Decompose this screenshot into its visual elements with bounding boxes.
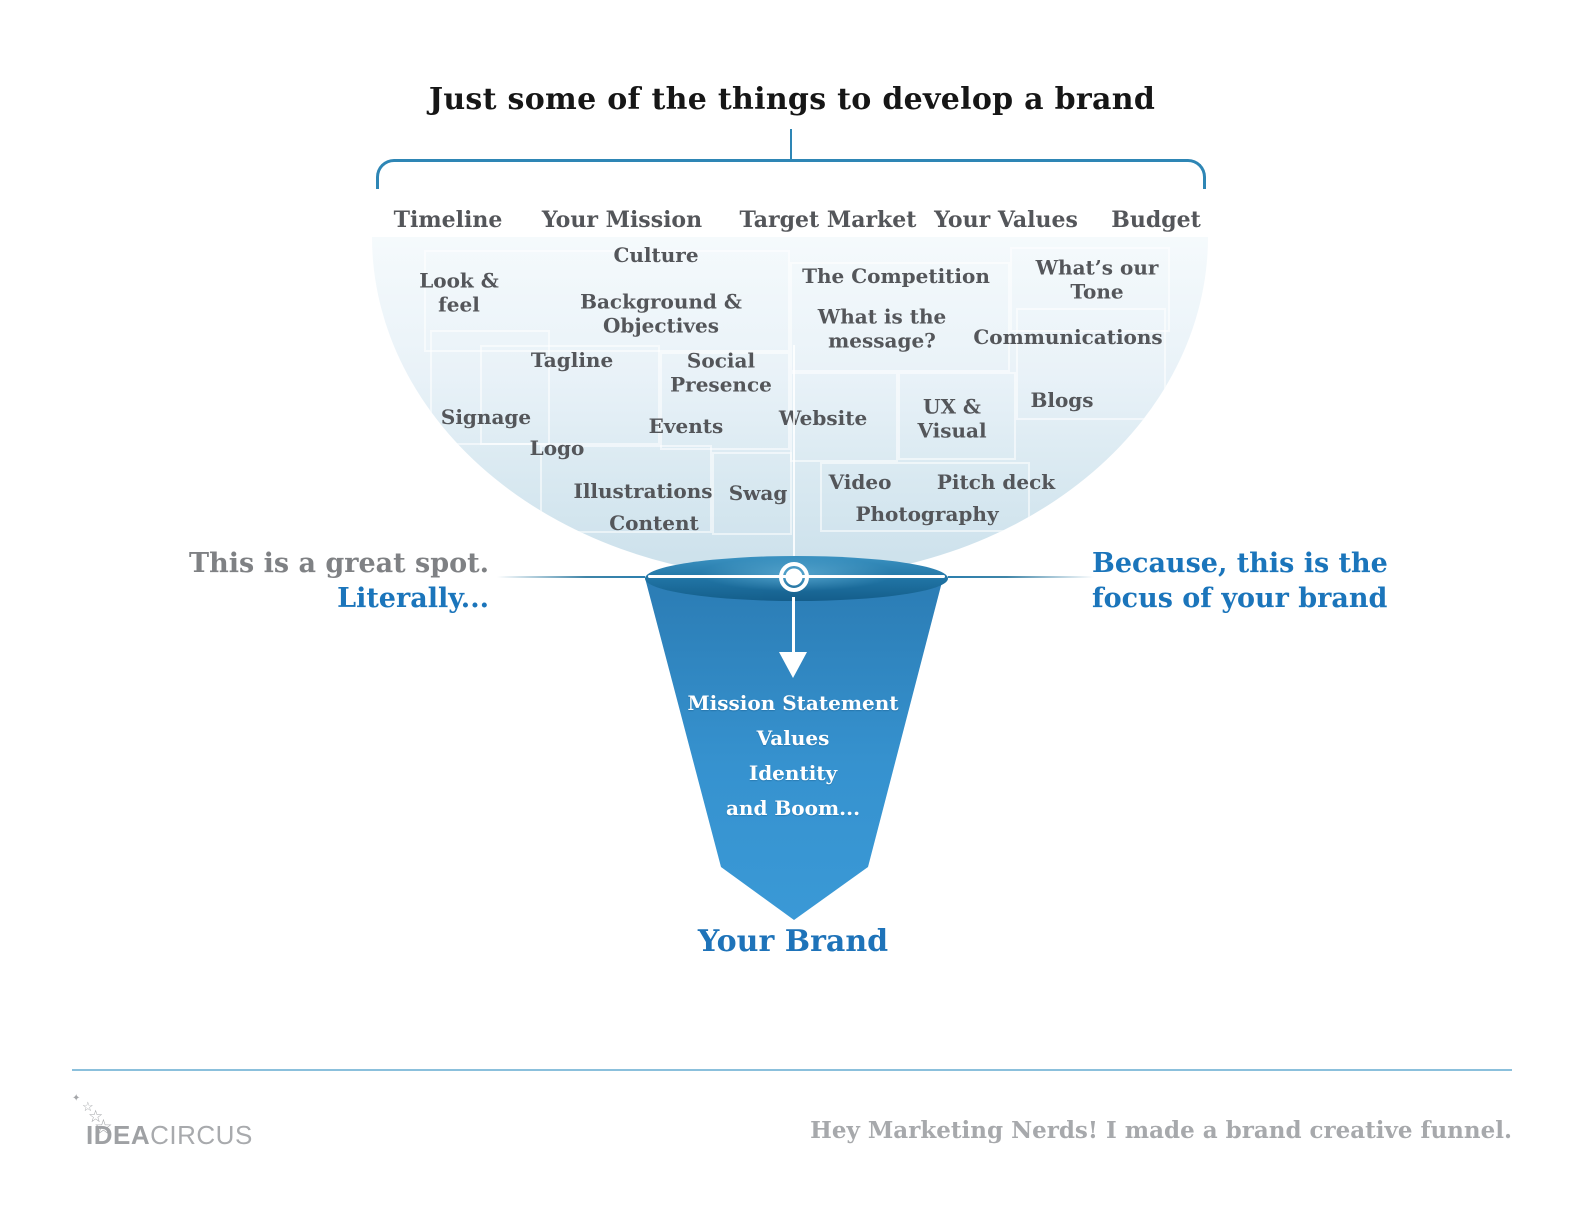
outline-star-icon: ☆ [88, 1107, 104, 1126]
bowl-item-the-competition: The Competition [802, 264, 990, 289]
bowl-item-culture: Culture [613, 243, 699, 268]
bowl-item-content: Content [609, 511, 699, 536]
annotation-left-line2: Literally... [337, 583, 489, 614]
logo-text-circus: CIRCUS [150, 1120, 253, 1150]
bowl-item-communications: Communications [973, 325, 1163, 350]
bracket-label-timeline: Timeline [393, 207, 503, 233]
bowl-grid-line [480, 345, 660, 445]
bowl-item-blogs: Blogs [1030, 388, 1094, 413]
bowl-item-swag: Swag [728, 481, 788, 506]
bowl-item-look-and-feel: Look & feel [419, 268, 499, 316]
focus-pointer-line-right [948, 576, 1094, 578]
funnel-output-label: Your Brand [697, 924, 889, 959]
sparkle-star-icon: ✦ [72, 1093, 81, 1104]
annotation-left: This is a great spot. Literally... [189, 546, 489, 616]
focus-pointer-line-left [497, 576, 645, 578]
bowl-item-logo: Logo [529, 436, 585, 461]
bracket-label-your-values: Your Values [934, 207, 1078, 233]
bowl-item-background-objectives: Background & Objectives [580, 289, 742, 337]
bowl-grid-line [790, 372, 898, 462]
bowl-item-social-presence: Social Presence [670, 348, 772, 396]
footer-divider [72, 1069, 1512, 1071]
outline-star-icon: ☆ [82, 1099, 94, 1114]
down-arrow-shaft [792, 597, 795, 653]
bowl-item-tagline: Tagline [530, 348, 614, 373]
footer-tagline: Hey Marketing Nerds! I made a brand crea… [810, 1117, 1512, 1144]
bowl-item-website: Website [778, 406, 868, 431]
funnel-stage-values: Values [756, 726, 830, 750]
title-connector-line [790, 129, 792, 160]
bowl-grid-line [712, 452, 792, 535]
funnel-stage-and-boom: and Boom... [725, 796, 861, 820]
bowl-grid-line [424, 250, 790, 352]
bracket-label-target-market: Target Market [739, 207, 917, 233]
funnel-stage-identity: Identity [748, 761, 838, 785]
funnel-stage-mission-statement: Mission Statement [687, 691, 899, 715]
outline-star-icon: ☆ [94, 1116, 113, 1139]
bowl-grid-line [820, 462, 1030, 532]
bracket-shape [376, 159, 1206, 189]
bowl-item-signage: Signage [440, 405, 532, 430]
target-dot-icon [785, 568, 803, 586]
target-icon [779, 562, 809, 592]
bowl-item-whats-our-tone: What’s our Tone [1035, 255, 1159, 303]
bowl-item-events: Events [648, 414, 724, 439]
bowl-item-what-is-the-message: What is the message? [817, 304, 947, 352]
logo-text-idea: IDEA [86, 1120, 151, 1150]
annotation-left-line1: This is a great spot. [189, 548, 489, 579]
bowl-grid-line [790, 262, 1010, 372]
bowl-grid-line [898, 372, 1016, 460]
bowl-grid-line [1010, 247, 1170, 332]
bowl-item-pitch-deck: Pitch deck [936, 470, 1056, 495]
bowl-item-ux-visual: UX & Visual [917, 394, 987, 442]
bowl-item-video: Video [828, 470, 892, 495]
bowl-grid-line [540, 445, 712, 533]
annotation-right: Because, this is the focus of your brand [1092, 548, 1388, 614]
bowl-grid-line [1016, 308, 1166, 420]
bracket-label-your-mission: Your Mission [541, 207, 703, 233]
down-arrow-icon [779, 652, 807, 678]
bowl-item-photography: Photography [855, 502, 999, 527]
bowl-grid-line [660, 352, 790, 450]
logo-text: IDEACIRCUS [86, 1120, 253, 1151]
crosshair-vertical-line [793, 345, 795, 578]
ideacircus-logo: ✦ ☆ ☆ ☆ IDEACIRCUS [70, 1092, 290, 1152]
bowl-item-illustrations: Illustrations [573, 479, 713, 504]
bracket-label-budget: Budget [1111, 207, 1201, 233]
page-title: Just some of the things to develop a bra… [428, 82, 1156, 117]
